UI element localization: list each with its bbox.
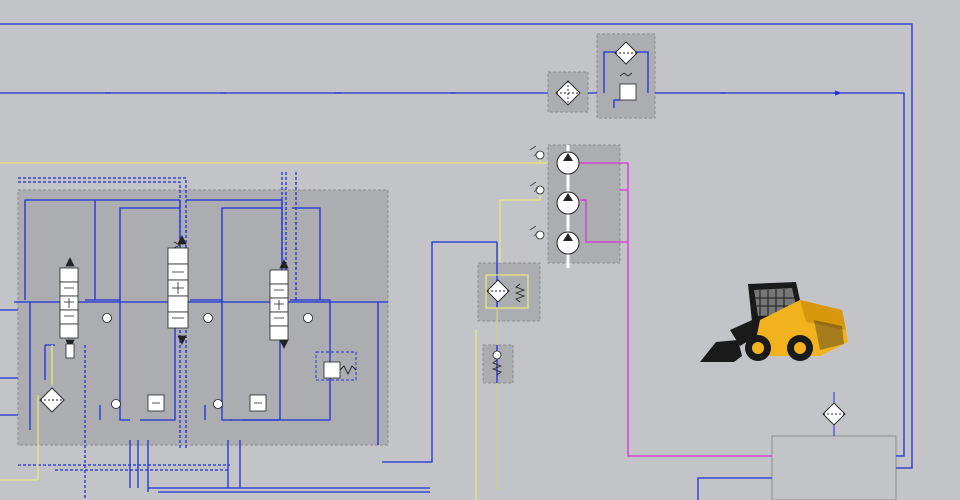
control-valve-3[interactable] xyxy=(269,259,289,349)
filters xyxy=(39,41,846,426)
pilot-filter-panel xyxy=(477,262,541,322)
control-valve-2[interactable] xyxy=(167,235,189,345)
top-return-line xyxy=(0,23,913,469)
logic-valves xyxy=(147,83,637,412)
relief-valve xyxy=(315,351,357,381)
pilot-relief-panel xyxy=(482,344,514,384)
filter-icon xyxy=(822,402,846,426)
filter-icon xyxy=(486,279,510,303)
filter-panel-top-right xyxy=(596,33,656,119)
tank xyxy=(771,435,897,500)
pump-2 xyxy=(556,191,580,215)
valve-block-panel xyxy=(17,189,389,446)
return-lines xyxy=(568,162,772,457)
filter-icon xyxy=(614,41,638,65)
pump-3 xyxy=(556,231,580,255)
pressure-lines xyxy=(0,23,913,500)
panels xyxy=(17,33,897,500)
skid-steer-loader-icon xyxy=(700,282,848,362)
control-valve-1[interactable] xyxy=(59,257,79,359)
check-valves xyxy=(102,150,545,409)
pump-1 xyxy=(556,151,580,175)
filter-icon xyxy=(39,387,65,413)
control-valves xyxy=(59,235,289,359)
filter-icon xyxy=(555,80,581,106)
case-drain-line xyxy=(568,162,772,457)
pump-group[interactable] xyxy=(529,145,580,268)
springs xyxy=(491,72,633,376)
main-line-93 xyxy=(0,92,905,457)
